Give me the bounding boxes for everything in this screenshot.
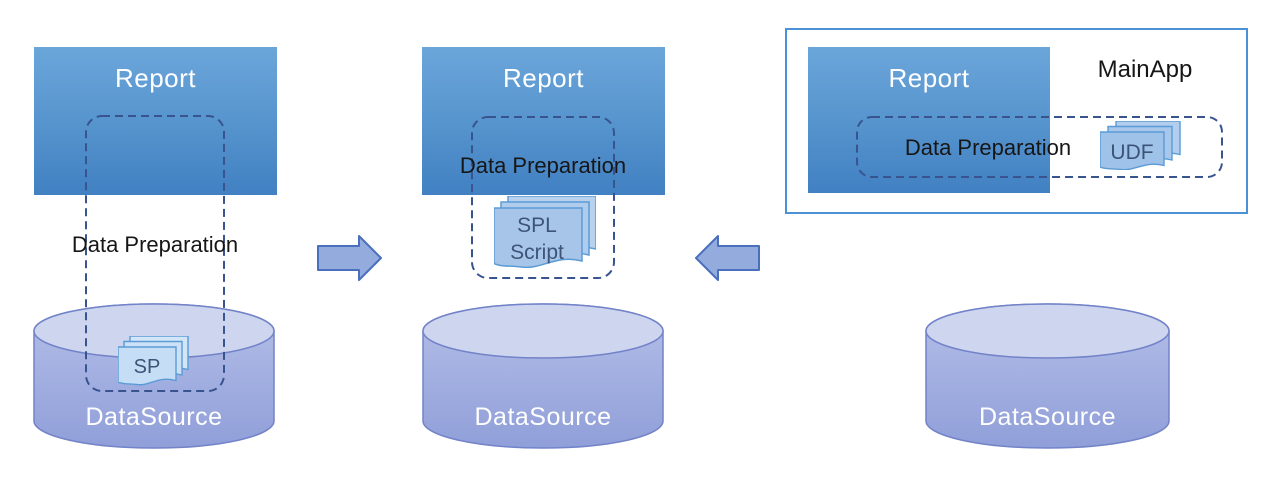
datasource-label: DataSource — [474, 403, 612, 431]
arrow-left-icon — [695, 235, 760, 281]
sp-document-stack-icon: SP — [118, 336, 189, 386]
mainapp-label: MainApp — [1097, 56, 1193, 83]
udf-stack-label: UDF — [1110, 141, 1153, 164]
report-box-middle: Report — [422, 47, 665, 195]
spl-script-stack-icon: SPL Script — [494, 196, 596, 268]
arrow-right-icon — [317, 235, 382, 281]
report-box-left: Report — [34, 47, 277, 195]
spl-stack-label-line2: Script — [510, 241, 564, 264]
datasource-cylinder-middle — [422, 303, 664, 449]
report-label: Report — [888, 63, 970, 93]
data-prep-region-middle — [471, 116, 615, 279]
data-prep-label-left: Data Preparation — [71, 232, 239, 257]
datasource-label: DataSource — [978, 403, 1117, 431]
data-prep-label-right: Data Preparation — [904, 135, 1072, 160]
data-prep-region-right — [856, 116, 1223, 178]
report-box-right: Report — [808, 47, 1050, 193]
spl-stack-label-line1: SPL — [517, 214, 557, 237]
datasource-cylinder-right — [925, 303, 1170, 449]
datasource-cylinder-left — [33, 303, 275, 449]
report-label: Report — [114, 63, 197, 93]
udf-document-stack-icon: UDF — [1100, 121, 1181, 170]
data-prep-label-middle: Data Preparation — [459, 153, 627, 178]
datasource-label: DataSource — [85, 403, 223, 431]
report-label: Report — [502, 63, 585, 93]
sp-stack-label: SP — [134, 356, 161, 378]
data-prep-region-left — [85, 115, 225, 392]
